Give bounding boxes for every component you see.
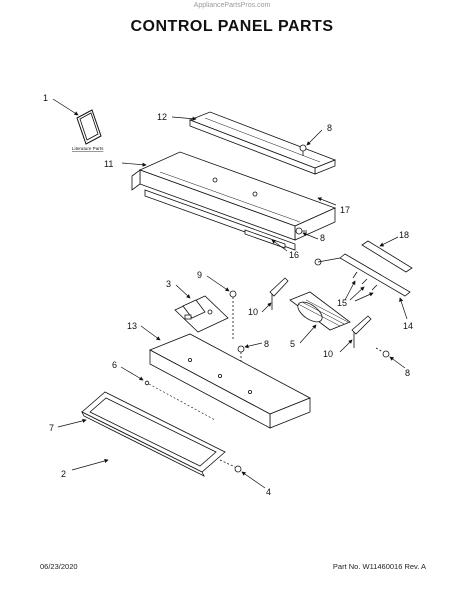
- callout-12: 12: [157, 112, 167, 122]
- part-12-top-cover: [188, 111, 337, 175]
- part-10b-bracket: [351, 315, 372, 348]
- callout-1: 1: [43, 93, 48, 103]
- part-11-panel-housing: [131, 151, 337, 241]
- screw-8d: [375, 347, 390, 358]
- callout-10a: 10: [248, 307, 258, 317]
- callout-6: 6: [112, 360, 117, 370]
- watermark: AppliancePartsPros.com: [193, 2, 271, 9]
- part-5-cooling-fan: [289, 291, 351, 331]
- footer-part-number: Part No. W11460016 Rev. A: [332, 562, 426, 571]
- part-13-mounting-panel: [149, 333, 311, 429]
- part-18-bracket: [361, 240, 413, 273]
- part-9-screw: [229, 290, 237, 340]
- part-1-literature-frame: Literature Parts: [72, 109, 104, 151]
- callout-18: 18: [399, 230, 409, 240]
- callout-14: 14: [403, 321, 413, 331]
- callout-16: 16: [289, 250, 299, 260]
- callout-5: 5: [290, 339, 295, 349]
- callout-7: 7: [49, 423, 54, 433]
- literature-parts-label: Literature Parts: [72, 146, 104, 151]
- callout-9: 9: [197, 270, 202, 280]
- callout-3: 3: [166, 279, 171, 289]
- callout-11: 11: [104, 159, 113, 169]
- callout-2: 2: [61, 469, 66, 479]
- part-2-front-panel: [81, 391, 226, 477]
- part-15-clips: [352, 271, 378, 291]
- part-14-bracket: [314, 253, 411, 297]
- callout-8b: 8: [320, 233, 325, 243]
- callout-8d: 8: [405, 368, 410, 378]
- callout-4: 4: [266, 487, 271, 497]
- callout-8c: 8: [264, 339, 269, 349]
- page-title: CONTROL PANEL PARTS: [130, 18, 334, 35]
- callout-10b: 10: [323, 349, 333, 359]
- footer-date: 06/23/2020: [40, 562, 78, 571]
- callout-15: 15: [337, 298, 347, 308]
- part-6-pin: [144, 380, 216, 421]
- callout-17: 17: [340, 205, 350, 215]
- screw-8b: [295, 227, 307, 235]
- part-10a-bracket: [269, 277, 289, 310]
- part-4-screw: [219, 459, 242, 473]
- part-3-control-board: [174, 295, 229, 333]
- callout-8a: 8: [327, 123, 332, 133]
- callout-13: 13: [127, 321, 137, 331]
- screw-8a: [299, 144, 307, 156]
